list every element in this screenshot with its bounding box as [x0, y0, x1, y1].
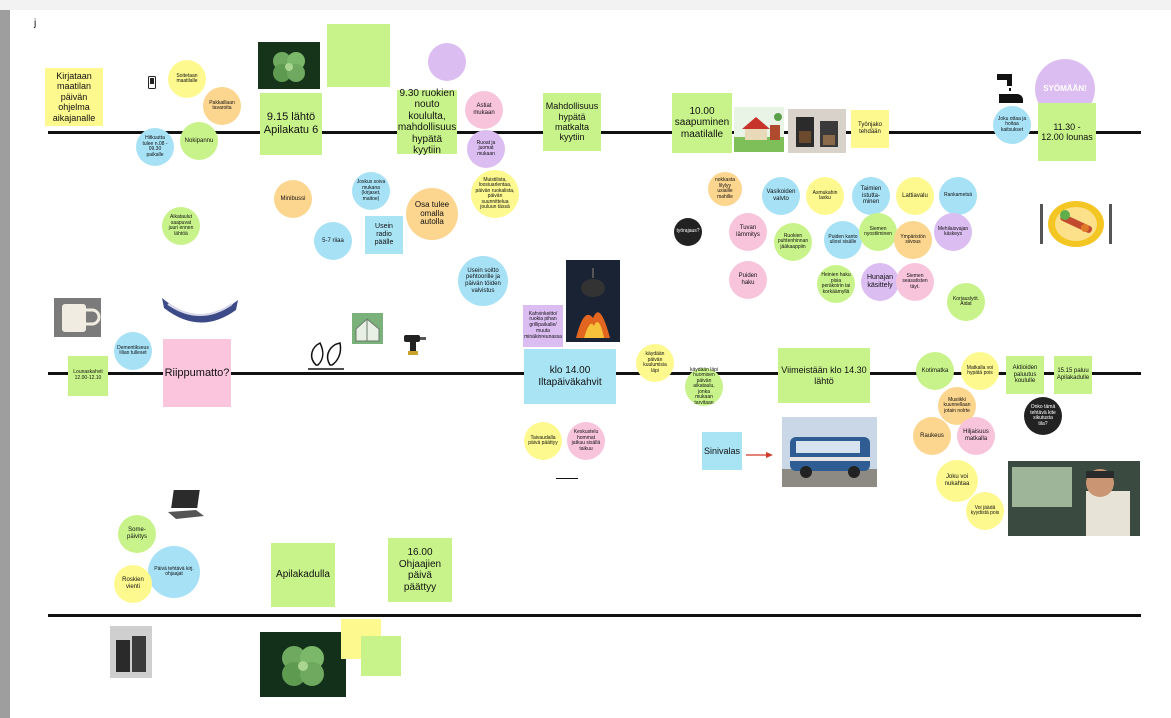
hammock-photo	[158, 290, 242, 332]
phone-icon	[148, 76, 156, 89]
sticky-hammock[interactable]: Riippumatto?	[163, 339, 231, 407]
sticky-intro[interactable]: Kirjataan maatilan päivän ohjelma aikaja…	[45, 68, 103, 126]
plate-fork-knife-illustration	[1037, 198, 1115, 250]
campfire-photo	[566, 260, 620, 342]
bubble-aikataulu[interactable]: Aikataulut saapuvat juuri ennen lähtöä	[162, 207, 200, 245]
bubble-roskien[interactable]: Roskien vienti	[114, 565, 152, 603]
bubble-tuvan[interactable]: Tuvan lämmitys	[729, 213, 767, 251]
sticky-tasks[interactable]: Kahvinkeitto/ ruokia pihan grillipaikall…	[523, 305, 563, 347]
sticky-assign[interactable]: Työnjako tehdään	[851, 110, 889, 148]
bubble-keskustelu[interactable]: Keskustelu hommat jatkuu sisällä taikuu	[567, 422, 605, 460]
bubble-korjaus[interactable]: Korjauslyöt. Aidat	[947, 283, 985, 321]
bubble-nokkaeli[interactable]: nokkasta lilylyy usiaille mahille	[708, 172, 742, 206]
sleeping-man-photo	[1008, 461, 1140, 536]
sticky-lunch[interactable]: 11.30 - 12.00 lounas	[1038, 103, 1096, 161]
sticky-coffee[interactable]: klo 14.00 Iltapäiväkahvit	[524, 349, 616, 404]
bubble-puiden-kanto[interactable]: Puiden kanto uliosi sisälle	[824, 221, 862, 259]
bubble-hitkuutta[interactable]: Hitkuutta tulee n.08 - 09.30 paikalle	[136, 128, 174, 166]
bubble-musiikki[interactable]: Musiikki kuunnellaan jotain nolrte	[938, 387, 976, 425]
bubble-rankametsa[interactable]: Rankametsä	[939, 177, 977, 215]
bubble-raukeus[interactable]: Raukeus	[913, 417, 951, 455]
clover-photo-top	[258, 42, 320, 89]
bubble-lattiavalu[interactable]: Lattiavalu	[896, 177, 934, 215]
bubble-kaydaan[interactable]: käydään päivän kuulumisia läpi	[636, 344, 674, 382]
farm-illustration	[734, 107, 784, 152]
bubble-joku-nukahtaa[interactable]: Joku voi nukahtaa	[936, 460, 978, 502]
bubble-joskus[interactable]: Joskus soiva mukana (kirjaset, maitoe)	[352, 172, 390, 210]
bubble-mehi[interactable]: Mehilaisvajan käskeys	[934, 213, 972, 251]
sticky-sini[interactable]: Sinivalas	[702, 432, 742, 470]
bubble-some[interactable]: Some-päivitys	[118, 515, 156, 553]
bubble-tyopaivat[interactable]: työrajaus?	[674, 218, 702, 246]
bubble-kotimatka[interactable]: Kotimatka	[916, 352, 954, 390]
whiteboard-canvas[interactable]: j Kirjataan maatilan päivän ohjelma aika…	[10, 10, 1171, 718]
bubble-dementikeus[interactable]: Dementikseus lilian tulleset	[114, 332, 152, 370]
bubble-voi-jaada[interactable]: Voi jäädä kyydistä pois	[966, 492, 1004, 530]
hand-water-icon	[995, 72, 1027, 108]
drill-icon	[402, 332, 428, 356]
bubble-osa-tulee[interactable]: Osa tulee omalla autolla	[406, 188, 458, 240]
bubble-violet-blank[interactable]	[428, 43, 466, 81]
greenhouse-photo	[352, 313, 383, 344]
sticky-end[interactable]: 16.00 Ohjaajien päivä päättyy	[388, 538, 452, 602]
sticky-arrival[interactable]: 10.00 saapuminen maatilalle	[672, 93, 732, 153]
bubble-astiat[interactable]: Astiat mukaan	[465, 91, 503, 129]
sticky-depart[interactable]: 9.15 lähtö Apilakatu 6	[260, 93, 322, 155]
corner-label: j	[34, 18, 37, 29]
sticky-pickup[interactable]: 9.30 ruokien nouto koululta, mahdollisuu…	[397, 87, 457, 156]
bubble-onko[interactable]: Onko tämä tehtävä kite sikutusta tila?	[1024, 397, 1062, 435]
bubble-ruoat[interactable]: Ruoat ja juomat mukaan	[467, 130, 505, 168]
bubble-sjalka[interactable]: 5-7 riiaa	[314, 222, 352, 260]
sticky-green-blank[interactable]	[327, 24, 390, 87]
coffee-maker-photo	[788, 109, 846, 153]
bubble-usein-soitto[interactable]: Usein soitto pehtoorille ja päivän töide…	[458, 256, 508, 306]
arrow-right-icon	[746, 446, 774, 458]
bubble-asmaukset[interactable]: Asmukahin lasku	[806, 177, 844, 215]
bubble-siemen2[interactable]: Siemen seasatisten täyt.	[896, 263, 934, 301]
sticky-radio[interactable]: Usein radio päälle	[365, 216, 403, 254]
leaf-icon	[306, 339, 346, 371]
bubble-matkalle[interactable]: Matkalla voi hypätä pois	[961, 352, 999, 390]
clover-photo-bottom	[260, 632, 346, 697]
bubble-siemen[interactable]: Siemen nyostiiminen	[859, 213, 897, 251]
bubble-ruokien[interactable]: Ruokien puhtenhinnan jääkaappiin	[774, 223, 812, 261]
top-bar	[0, 0, 1171, 10]
bubble-vasikat[interactable]: Vasikoiden valvto	[762, 177, 800, 215]
sticky-green-blank-2[interactable]	[361, 636, 401, 676]
bubble-ympari[interactable]: Ympäristön siivous	[894, 221, 932, 259]
bubble-taivaalle[interactable]: Taivaudalla päivä päättyy	[524, 422, 562, 460]
trash-photo	[110, 626, 152, 678]
short-dash	[556, 478, 578, 479]
bubble-muistilista[interactable]: Muistilista, loosiuarlentaa, päivän ruok…	[471, 170, 519, 218]
sticky-return[interactable]: Aktioiden paluutus koululle	[1006, 356, 1044, 394]
sticky-coffee-label[interactable]: Lounaskahvit 12.00-12.10	[68, 356, 108, 396]
bubble-paiva-teht[interactable]: Päivä tehtävä kirj. ohjaajat	[148, 546, 200, 598]
sticky-last-depart[interactable]: Viimeistään klo 14.30 lähtö	[778, 348, 870, 403]
bubble-heinien[interactable]: Heinien haku pisia peräkoirin tai korkää…	[817, 265, 855, 303]
bubble-kaydaan2[interactable]: käydään läpi huomisen päivän aikataulu, …	[685, 367, 723, 406]
sticky-hop[interactable]: Mahdollisuus hypätä matkalta kyytiin	[543, 93, 601, 151]
bubble-nokipannu[interactable]: Nokipannu	[180, 122, 218, 160]
sticky-apilakatu[interactable]: Apilakadulla	[271, 543, 335, 607]
bubble-pakkaus[interactable]: Pakkaillaan tavaroita	[203, 87, 241, 125]
bubble-hiljaisuus[interactable]: Hiljaisuus matkalla	[957, 417, 995, 455]
bubble-taimien[interactable]: Taimien istutta-minen	[852, 177, 890, 215]
bubble-phone-call[interactable]: Soitetaan maatilalle	[168, 60, 206, 98]
bus-photo	[782, 417, 877, 487]
mug-photo	[54, 298, 101, 337]
sticky-back-home[interactable]: 15.15 paluu Apilakadulle	[1054, 356, 1092, 394]
bubble-minibussi[interactable]: Minibussi	[274, 180, 312, 218]
laptop-icon	[166, 488, 206, 522]
timeline-3	[48, 614, 1141, 617]
bubble-joku-ottaa[interactable]: Joku ottaa ja hoitaa kaitsukset	[993, 106, 1031, 144]
bubble-puiden-haku[interactable]: Puiden haku	[729, 261, 767, 299]
bubble-hunajan[interactable]: Hunajan käsittely	[861, 263, 899, 301]
